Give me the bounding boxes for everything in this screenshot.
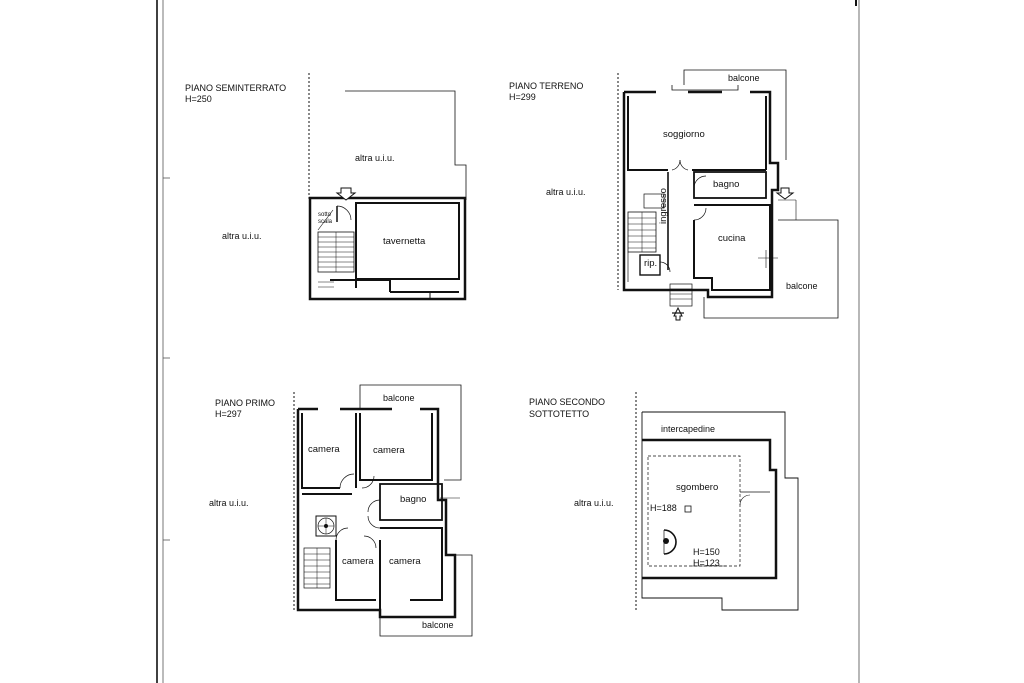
room-camera-1: camera: [308, 444, 340, 455]
entrance-steps-terreno: [669, 283, 693, 321]
title-secondo-line2: SOTTOTETTO: [529, 409, 590, 419]
plan-seminterrato: [308, 73, 467, 301]
room-bagno-primo: bagno: [400, 494, 427, 505]
balcone-bottom-primo: balcone: [422, 620, 454, 630]
plan-secondo: [635, 392, 799, 612]
room-soggiorno: soggiorno: [663, 129, 705, 140]
balcone-top-terreno: balcone: [728, 73, 760, 83]
other-unit-left-seminterrato: altra u.i.u.: [222, 231, 262, 241]
other-unit-left-secondo: altra u.i.u.: [574, 498, 614, 508]
plan-terreno: [617, 69, 839, 321]
title-primo: PIANO PRIMO: [215, 398, 276, 408]
other-unit-left-terreno: altra u.i.u.: [546, 187, 586, 197]
room-cucina: cucina: [718, 233, 746, 244]
other-unit-left-primo: altra u.i.u.: [209, 498, 249, 508]
stair-seminterrato: [317, 231, 355, 288]
title-secondo-line1: PIANO SECONDO: [529, 397, 606, 407]
room-tavernetta: tavernetta: [383, 236, 426, 247]
stair-terreno: [627, 193, 665, 253]
room-ingresso: ingresso: [658, 188, 669, 224]
room-bagno-terreno: bagno: [713, 179, 740, 190]
room-camera-2: camera: [373, 445, 405, 456]
balcone-right-terreno: balcone: [786, 281, 818, 291]
other-unit-top-seminterrato: altra u.i.u.: [355, 153, 395, 163]
height-188: H=188: [650, 503, 677, 513]
balcone-top-primo: balcone: [383, 393, 415, 403]
stair-note-1: sotto: [318, 212, 332, 218]
spiral-stair-secondo: [663, 529, 677, 555]
plan-primo: [293, 384, 473, 637]
height-terreno: H=299: [509, 92, 536, 102]
height-150: H=150: [693, 547, 720, 557]
height-primo: H=297: [215, 409, 242, 419]
title-terreno: PIANO TERRENO: [509, 81, 584, 91]
title-seminterrato: PIANO SEMINTERRATO: [185, 83, 287, 93]
sheet-margin-lines: [156, 0, 860, 683]
room-camera-4: camera: [389, 556, 421, 567]
stair-primo: [303, 547, 331, 589]
room-camera-3: camera: [342, 556, 374, 567]
stair-note-2: scala: [318, 219, 333, 225]
room-rip: rip.: [644, 258, 658, 269]
room-sgombero: sgombero: [676, 482, 719, 493]
spiral-stair-primo: [315, 515, 337, 537]
height-seminterrato: H=250: [185, 94, 212, 104]
label-intercapedine: intercapedine: [661, 424, 716, 434]
height-123: H=123: [693, 558, 720, 568]
